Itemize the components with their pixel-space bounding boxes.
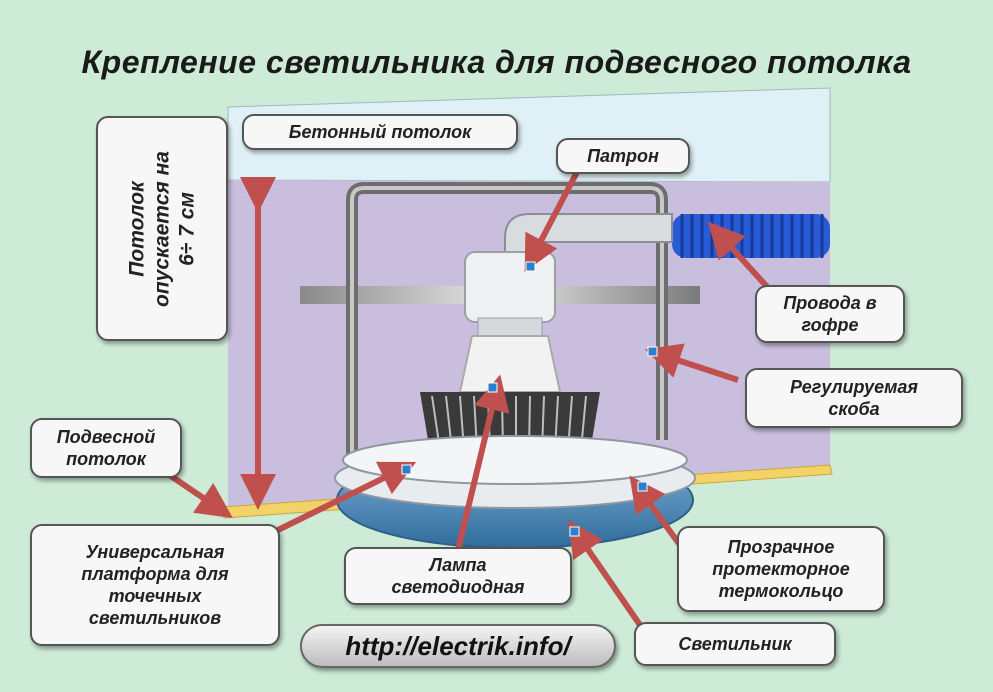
socket-body: [464, 251, 556, 323]
label-ceiling-lowered: Потолок опускается на 6÷ 7 см: [96, 116, 228, 341]
corrugated-hose: [672, 214, 830, 258]
label-socket: Патрон: [556, 138, 690, 174]
arrow-bracket: [644, 343, 739, 383]
diagram-title: Крепление светильника для подвесного пот…: [81, 44, 912, 80]
label-bracket: Регулируемая скоба: [745, 368, 963, 428]
label-wires: Провода в гофре: [755, 285, 905, 343]
lamp-neck: [458, 335, 562, 393]
arrow-fixture: [567, 520, 643, 627]
label-thermo-ring: Прозрачное протекторное термокольцо: [677, 526, 885, 612]
source-url[interactable]: http://electrik.info/: [300, 624, 616, 668]
label-platform: Универсальная платформа для точечных све…: [30, 524, 280, 646]
arrow-thermo-ring: [629, 475, 683, 547]
platform-ring: [342, 435, 688, 485]
arrow-platform: [276, 461, 417, 533]
label-fixture: Светильник: [634, 622, 836, 666]
arrow-wires: [707, 221, 773, 293]
arrow-lamp: [455, 374, 510, 551]
label-suspended-ceiling: Подвесной потолок: [30, 418, 182, 478]
label-concrete-ceiling: Бетонный потолок: [242, 114, 518, 150]
arrow-socket: [524, 170, 580, 272]
arrow-suspended-ceiling: [166, 471, 233, 519]
label-lamp: Лампа светодиодная: [344, 547, 572, 605]
